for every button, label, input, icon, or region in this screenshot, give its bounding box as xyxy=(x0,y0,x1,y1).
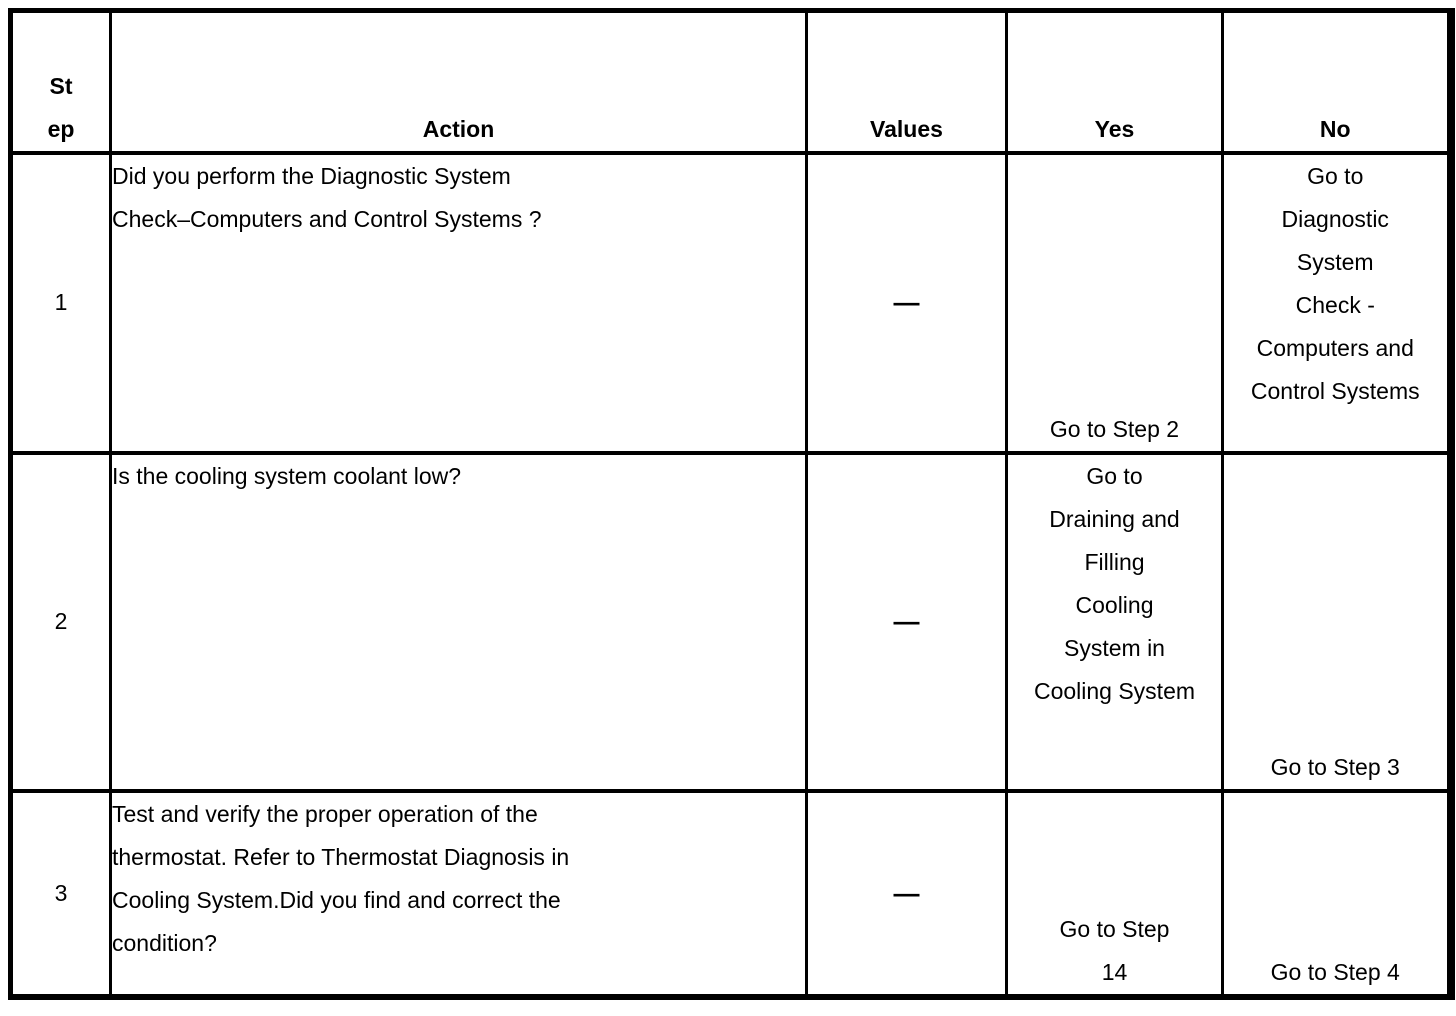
table-header-row: St ep Action Values Yes No xyxy=(9,8,1452,155)
header-cell-no: No xyxy=(1221,8,1452,155)
text-line: No xyxy=(1319,115,1351,142)
text-line: Computers and xyxy=(1256,334,1414,361)
text-line: Action xyxy=(422,115,495,142)
text-line: Did you perform the Diagnostic System xyxy=(112,162,511,189)
diagnostic-table: St ep Action Values Yes No 1 Did you perf… xyxy=(8,8,1455,1000)
values-cell: — xyxy=(805,450,1008,793)
values-cell: — xyxy=(805,788,1008,999)
text-line: Control Systems xyxy=(1250,377,1420,404)
text-line: Go to Step xyxy=(1059,915,1170,942)
yes-cell: Go to Step 2 xyxy=(1005,150,1224,455)
no-cell: Go to Step 3 xyxy=(1221,450,1452,793)
text-line: condition? xyxy=(112,929,217,956)
action-cell: Test and verify the proper operation of … xyxy=(109,788,808,999)
header-cell-yes: Yes xyxy=(1005,8,1224,155)
text-line: Values xyxy=(870,115,943,142)
step-number-cell: 1 xyxy=(9,150,112,455)
values-cell: — xyxy=(805,150,1008,455)
text-line: System xyxy=(1296,248,1374,275)
text-line: Cooling xyxy=(1075,591,1154,618)
text-line: System in xyxy=(1064,634,1165,661)
table-row-step-2: 2 Is the cooling system coolant low? — G… xyxy=(9,450,1452,793)
step-number-cell: 2 xyxy=(9,450,112,793)
text-line: Go to Step 2 xyxy=(1049,415,1180,442)
yes-cell: Go to Step 14 xyxy=(1005,788,1224,999)
text-line: Go to xyxy=(1307,162,1364,189)
text-line: Yes xyxy=(1094,115,1135,142)
text-line: Cooling System.Did you find and correct … xyxy=(112,886,561,913)
text-line: Filling xyxy=(1084,548,1145,575)
no-cell: Go to Step 4 xyxy=(1221,788,1452,999)
text-line: Draining and xyxy=(1049,505,1180,532)
header-cell-step: St ep xyxy=(9,8,112,155)
text-line: thermostat. Refer to Thermostat Diagnosi… xyxy=(112,843,570,870)
table-row-step-3: 3 Test and verify the proper operation o… xyxy=(9,788,1452,999)
text-line: Go to Step 3 xyxy=(1270,753,1400,780)
text-line: Diagnostic xyxy=(1281,205,1389,232)
text-line: Go to Step 4 xyxy=(1270,958,1400,985)
header-cell-values: Values xyxy=(805,8,1008,155)
text-line: Is the cooling system coolant low? xyxy=(112,462,462,489)
text-line: Go to xyxy=(1086,462,1143,489)
text-line: 14 xyxy=(1101,958,1128,985)
header-cell-action: Action xyxy=(109,8,808,155)
text-line: Check–Computers and Control Systems ? xyxy=(112,205,542,232)
text-line: Check - xyxy=(1295,291,1375,318)
text-line: ep xyxy=(47,115,75,142)
text-line: St xyxy=(49,72,73,99)
text-line: Test and verify the proper operation of … xyxy=(112,800,538,827)
step-number-cell: 3 xyxy=(9,788,112,999)
action-cell: Is the cooling system coolant low? xyxy=(109,450,808,793)
text-line: Cooling System xyxy=(1033,677,1196,704)
